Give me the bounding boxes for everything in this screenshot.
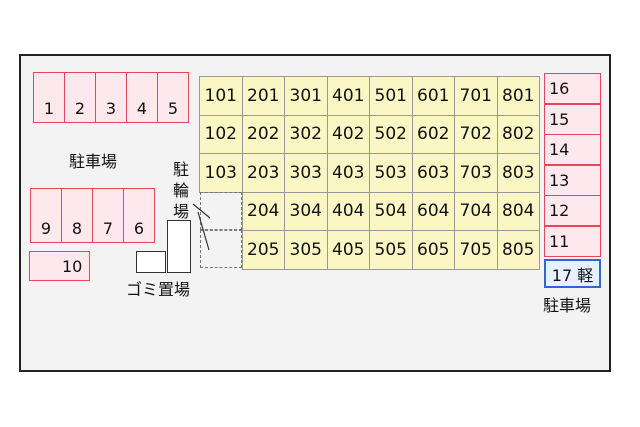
unit-404: 404 <box>326 191 370 231</box>
parking-space-label: 10 <box>62 256 83 276</box>
parking-space-label: 5 <box>167 99 179 118</box>
parking-space-16: 16 <box>544 73 601 104</box>
unit-405: 405 <box>326 230 370 270</box>
parking-space-7: 7 <box>92 188 124 243</box>
bicycle-parking-area-upper <box>200 192 242 230</box>
storage-box <box>167 220 191 273</box>
parking-space-13: 13 <box>544 164 601 196</box>
unit-605: 605 <box>411 230 455 270</box>
parking-space-14: 14 <box>544 134 601 165</box>
parking-space-label: 4 <box>136 99 148 118</box>
unit-205: 205 <box>241 230 285 270</box>
parking-space-label: 14 <box>549 140 570 159</box>
unit-203: 203 <box>241 153 285 193</box>
unit-604: 604 <box>411 191 455 231</box>
unit-803: 803 <box>496 153 540 193</box>
unit-303: 303 <box>284 153 328 193</box>
parking-space-label: 11 <box>549 231 570 251</box>
unit-602: 602 <box>411 114 455 154</box>
parking-label-right: 駐車場 <box>543 296 592 315</box>
bicycle-parking-area-lower <box>200 230 242 268</box>
parking-space-10: 10 <box>29 251 90 281</box>
parking-space-label: 17 軽 <box>551 265 594 285</box>
unit-704: 704 <box>454 191 498 231</box>
parking-space-17-light: 17 軽 <box>544 259 601 288</box>
parking-space-label: 12 <box>549 201 570 220</box>
unit-802: 802 <box>496 114 540 154</box>
unit-305: 305 <box>284 230 328 270</box>
parking-space-label: 1 <box>43 99 55 118</box>
unit-202: 202 <box>241 114 285 154</box>
unit-705: 705 <box>454 230 498 270</box>
parking-label-left: 駐車場 <box>69 152 118 171</box>
parking-space-label: 7 <box>102 219 114 238</box>
unit-504: 504 <box>369 191 413 231</box>
parking-space-label: 3 <box>105 99 117 118</box>
parking-space-label: 9 <box>40 219 52 238</box>
parking-space-5: 5 <box>157 72 189 123</box>
parking-space-6: 6 <box>123 188 155 243</box>
parking-space-12: 12 <box>544 195 601 226</box>
parking-space-9: 9 <box>30 188 62 243</box>
unit-804: 804 <box>496 191 540 231</box>
parking-space-11: 11 <box>544 225 601 257</box>
parking-space-label: 16 <box>549 79 570 98</box>
unit-703: 703 <box>454 153 498 193</box>
unit-503: 503 <box>369 153 413 193</box>
bicycle-parking-label-3: 場 <box>173 202 190 221</box>
parking-space-8: 8 <box>61 188 93 243</box>
bicycle-parking-label-1: 駐 <box>173 160 190 179</box>
unit-505: 505 <box>369 230 413 270</box>
garbage-area-label: ゴミ置場 <box>126 280 191 299</box>
unit-501: 501 <box>369 76 413 116</box>
unit-201: 201 <box>241 76 285 116</box>
unit-102: 102 <box>199 114 243 154</box>
parking-space-1: 1 <box>33 72 65 123</box>
parking-space-label: 8 <box>71 219 83 238</box>
unit-702: 702 <box>454 114 498 154</box>
unit-502: 502 <box>369 114 413 154</box>
parking-space-label: 6 <box>133 219 145 238</box>
unit-101: 101 <box>199 76 243 116</box>
parking-space-label: 2 <box>74 99 86 118</box>
bicycle-parking-label-2: 輪 <box>173 181 190 200</box>
parking-space-label: 13 <box>549 170 570 190</box>
parking-space-15: 15 <box>544 103 601 135</box>
parking-space-3: 3 <box>95 72 127 123</box>
unit-402: 402 <box>326 114 370 154</box>
garbage-box <box>136 251 166 273</box>
parking-space-label: 15 <box>549 109 570 129</box>
unit-805: 805 <box>496 230 540 270</box>
